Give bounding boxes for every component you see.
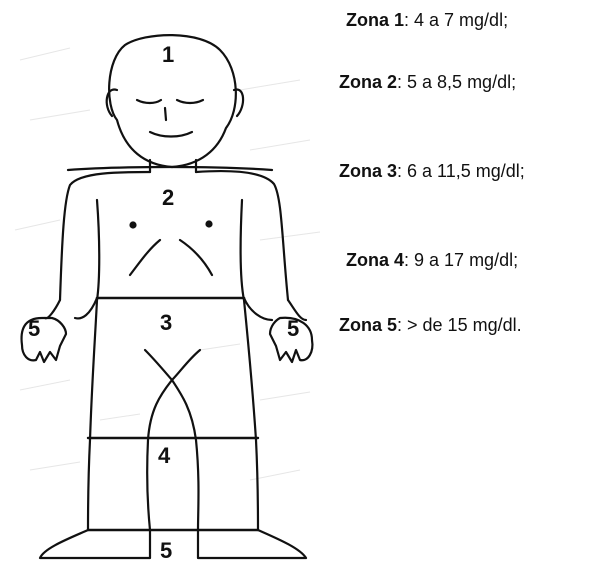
zone-label: Zona 4	[346, 250, 404, 270]
zone-range: : 6 a 11,5 mg/dl;	[397, 161, 525, 181]
zone-entry-1: Zona 1: 4 a 7 mg/dl;	[346, 8, 596, 33]
zone-number-5-feet: 5	[160, 538, 172, 563]
zone-entry-2: Zona 2: 5 a 8,5 mg/dl;	[339, 70, 529, 95]
zone-number-2: 2	[162, 185, 174, 210]
body-outline-drawing: 1 2 3 4 5 5 5	[0, 0, 335, 565]
zone-entry-3: Zona 3: 6 a 11,5 mg/dl;	[339, 159, 529, 184]
zone-label: Zona 1	[346, 10, 404, 30]
zone-number-5-left-hand: 5	[28, 316, 40, 341]
zone-number-4: 4	[158, 443, 171, 468]
body-outline	[22, 35, 313, 558]
body-zones-figure: 1 2 3 4 5 5 5	[0, 0, 335, 565]
zone-range: : 4 a 7 mg/dl;	[404, 10, 508, 30]
zone-entry-5: Zona 5: > de 15 mg/dl.	[339, 313, 534, 338]
zone-range: : 9 a 17 mg/dl;	[404, 250, 518, 270]
zone-number-1: 1	[162, 42, 174, 67]
torso-outline	[60, 172, 150, 300]
zone-range: : > de 15 mg/dl.	[397, 315, 522, 335]
zone-label: Zona 3	[339, 161, 397, 181]
zone-legend: Zona 1: 4 a 7 mg/dl; Zona 2: 5 a 8,5 mg/…	[336, 0, 598, 565]
zone-number-3: 3	[160, 310, 172, 335]
zone-label: Zona 5	[339, 315, 397, 335]
zone-label: Zona 2	[339, 72, 397, 92]
left-foot	[40, 530, 150, 558]
zone-entry-4: Zona 4: 9 a 17 mg/dl;	[346, 248, 598, 273]
left-arm	[45, 300, 60, 318]
zone-number-5-right-hand: 5	[287, 316, 299, 341]
zone-range: : 5 a 8,5 mg/dl;	[397, 72, 516, 92]
right-foot	[198, 530, 306, 558]
